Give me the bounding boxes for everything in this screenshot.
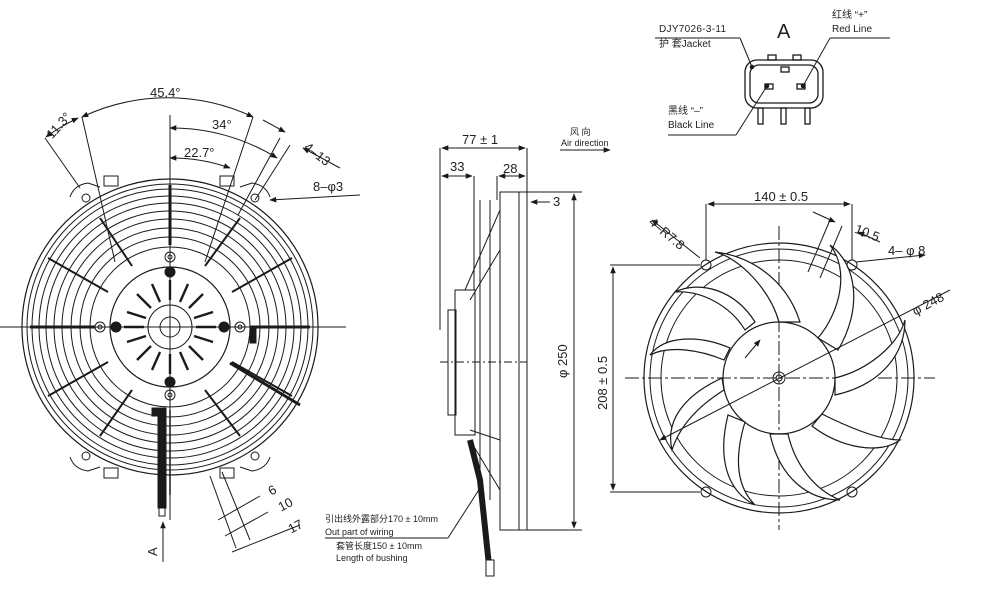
rear-view	[0, 97, 361, 562]
depth-right-label: 28	[503, 161, 518, 176]
connector-view-label: A	[777, 21, 791, 43]
red-line-en-label: Red Line	[832, 24, 873, 35]
connector-jacket-label: 护 套Jacket	[659, 39, 711, 50]
flange-thickness-label: 3	[553, 194, 561, 209]
depth-total-label: 77 ± 1	[462, 132, 499, 147]
side-view	[325, 145, 611, 577]
mount-holes-label: 4– φ 8	[888, 243, 926, 258]
hole-spacing-v-label: 208 ± 0.5	[595, 355, 610, 410]
black-line-en-label: Black Line	[668, 120, 715, 131]
bushing-length-cn-label: 套管长度150 ± 10mm	[336, 541, 422, 551]
air-direction-cn-label: 风 向	[570, 127, 591, 137]
angle-22-7-label: 22.7°	[184, 145, 215, 160]
hole-spacing-h-label: 140 ± 0.5	[754, 189, 809, 204]
air-direction-en-label: Air direction	[561, 138, 609, 148]
wiring-length-cn-label: 引出线外露部分170 ± 10mm	[325, 514, 438, 524]
black-line-cn-label: 黑线 “–”	[668, 106, 703, 117]
angle-34-label: 34°	[212, 117, 232, 132]
front-view	[610, 201, 951, 530]
bushing-length-en-label: Length of bushing	[336, 553, 408, 563]
holes-8-phi3-label: 8–φ3	[313, 179, 344, 194]
diameter-250-label: φ 250	[555, 344, 570, 378]
connector-part-number: DJY7026-3-11	[659, 24, 727, 35]
connector-detail	[655, 37, 890, 136]
wiring-length-en-label: Out part of wiring	[325, 527, 394, 537]
depth-left-label: 33	[450, 159, 465, 174]
angle-45-4-label: 45.4°	[150, 85, 181, 100]
red-line-cn-label: 红线 “+”	[832, 10, 868, 21]
view-arrow-a-label: A	[145, 547, 160, 556]
